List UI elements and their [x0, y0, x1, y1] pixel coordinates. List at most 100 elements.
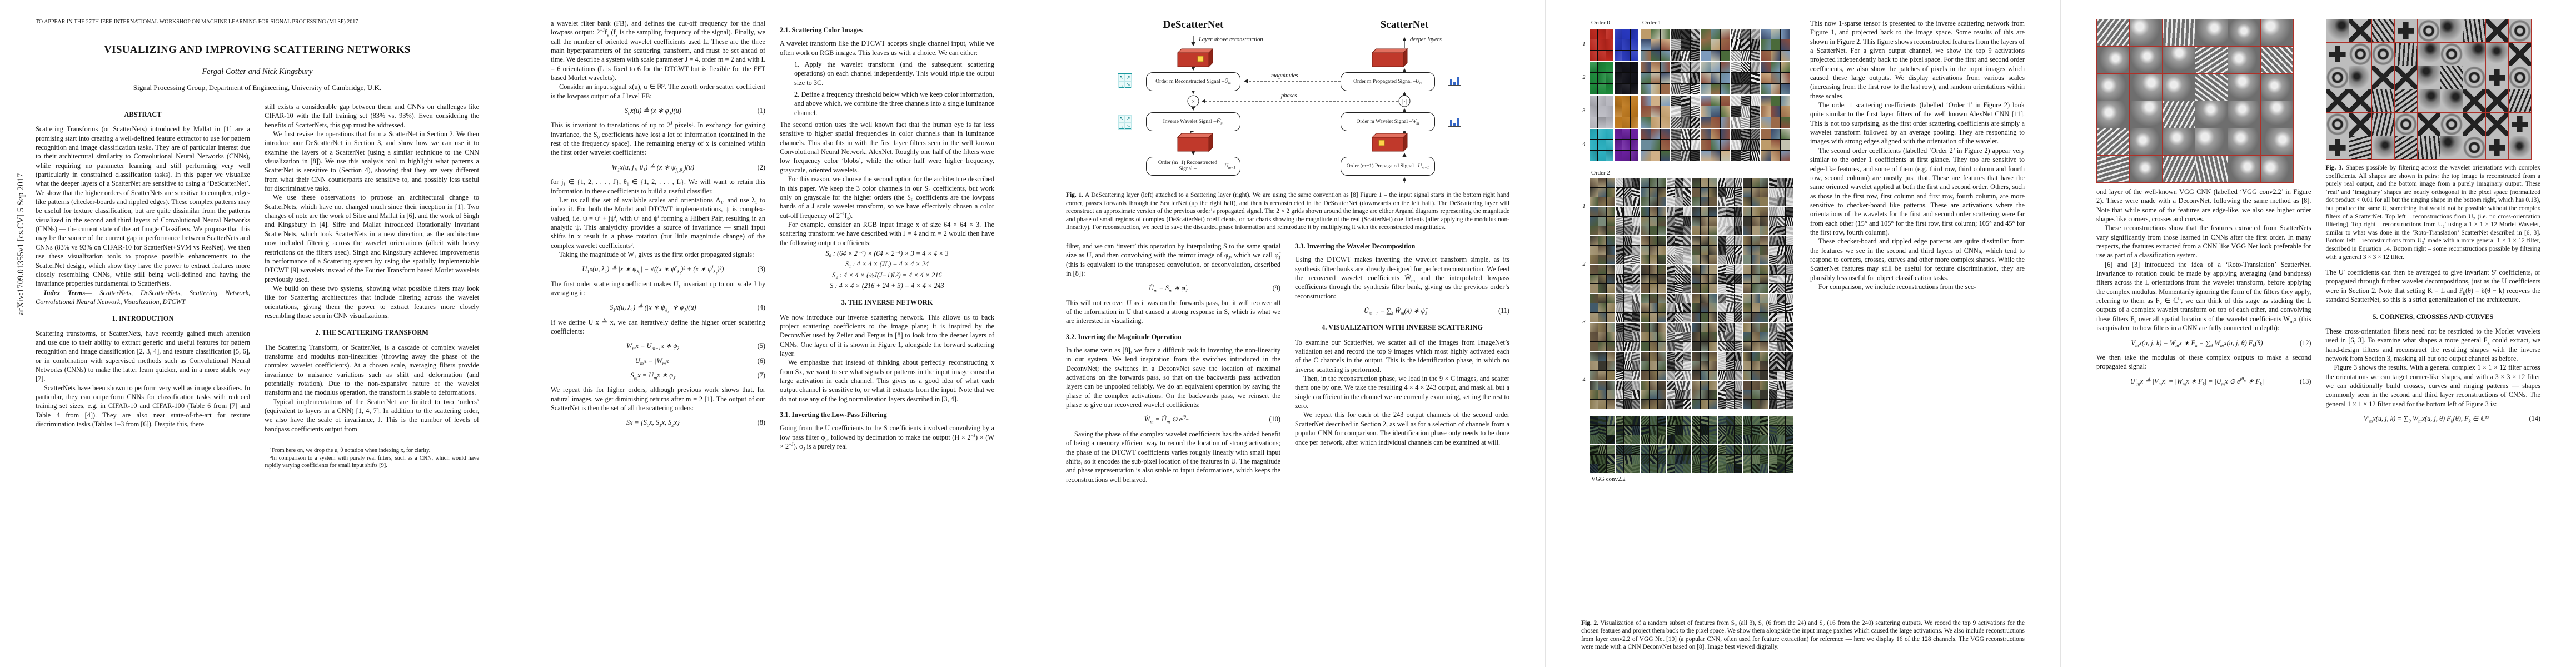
feature-patch: [1769, 207, 1793, 236]
activation-patch: [1726, 323, 1734, 332]
paragraph: a wavelet filter bank (FB), and defines …: [551, 19, 766, 82]
activation-patch: [1760, 246, 1768, 255]
activation-patch: [1683, 217, 1691, 226]
feature-patch: [2326, 19, 2349, 42]
activation-patch: [1671, 128, 1681, 140]
activation-patch: [1771, 28, 1781, 39]
feature-patch: [1718, 352, 1742, 380]
activation-patch: [1624, 197, 1632, 207]
activation-patch: [1701, 455, 1708, 464]
activation-patch: [1751, 117, 1760, 128]
activation-patch: [1616, 294, 1623, 303]
activation-patch: [1616, 207, 1623, 217]
activation-patch: [1752, 445, 1760, 455]
activation-patch: [1726, 197, 1734, 207]
feature-patch: [2349, 89, 2371, 112]
activation-patch: [1632, 342, 1640, 351]
paragraph: Going from the U coefficients to the S c…: [780, 424, 994, 452]
feature-patch: [2394, 19, 2417, 42]
equation-body: S0x(u) ≜ (x ∗ φJ)(u): [624, 107, 681, 116]
activation-patch: [1607, 197, 1615, 207]
feature-patch: [2394, 66, 2417, 89]
activation-patch: [1590, 95, 1598, 106]
activation-patch: [1616, 197, 1623, 207]
activation-patch: [1650, 361, 1657, 371]
activation-patch: [1735, 464, 1742, 474]
activation-patch: [1769, 294, 1777, 303]
activation-patch: [1641, 188, 1649, 197]
activation-patch: [1769, 197, 1777, 207]
activation-patch: [1760, 416, 1768, 426]
activation-patch: [1701, 207, 1708, 217]
activation-patch: [1598, 150, 1606, 161]
activation-patch: [1777, 342, 1785, 351]
feature-patch: [2163, 74, 2195, 101]
activation-patch: [1624, 294, 1632, 303]
feature-patch: [2195, 74, 2228, 101]
activation-patch: [1650, 426, 1657, 435]
feature-patch: [1731, 62, 1760, 94]
activation-patch: [1769, 284, 1777, 293]
activation-patch: [1607, 352, 1615, 361]
activation-patch: [1726, 464, 1734, 474]
feature-patch: [1590, 236, 1615, 265]
activation-patch: [1675, 445, 1683, 455]
equation: S₀ : (64 × 2⁻⁴) × (64 × 2⁻⁴) × 3 = 4 × 4…: [780, 249, 994, 258]
activation-patch: [1606, 62, 1613, 73]
feature-patch: [1769, 236, 1793, 265]
page-5: ond layer of the well-known VGG CNN (lab…: [2061, 0, 2576, 667]
activation-patch: [1675, 342, 1683, 351]
activation-patch: [1771, 73, 1781, 83]
activation-patch: [1709, 178, 1717, 188]
activation-patch: [1721, 50, 1730, 61]
equation-body: S : 4 × 4 × (216 + 24 + 3) = 4 × 4 × 243: [830, 281, 944, 290]
activation-patch: [1630, 128, 1638, 140]
activation-patch: [1701, 400, 1708, 409]
activation-patch: [1777, 197, 1785, 207]
feature-patch: [1743, 265, 1768, 293]
feature-patch: [1615, 95, 1638, 128]
activation-patch: [1781, 62, 1790, 73]
feature-patch: [1641, 62, 1670, 94]
activation-patch: [1709, 426, 1717, 435]
activation-patch: [1743, 342, 1751, 351]
activation-patch: [1641, 445, 1649, 455]
activation-patch: [1661, 106, 1670, 117]
activation-patch: [1692, 381, 1700, 390]
page2-left-column: a wavelet filter bank (FB), and defines …: [551, 19, 765, 451]
activation-patch: [1683, 455, 1691, 464]
activation-patch: [1701, 275, 1708, 284]
activation-patch: [1786, 323, 1793, 332]
equation-number: (1): [757, 107, 765, 115]
activation-patch: [1701, 371, 1708, 380]
activation-patch: [1709, 226, 1717, 236]
activation-patch: [1632, 455, 1640, 464]
recon-signal-box: Order m Reconstructed Signal – Ũm: [1146, 72, 1240, 91]
equation: S : 4 × 4 × (216 + 24 + 3) = 4 × 4 × 243: [780, 281, 994, 290]
activation-patch: [1641, 342, 1649, 351]
activation-patch: [1667, 275, 1675, 284]
activation-patch: [1622, 39, 1630, 50]
activation-patch: [1671, 106, 1681, 117]
activation-patch: [1718, 342, 1726, 351]
activation-patch: [1752, 435, 1760, 445]
activation-patch: [1709, 361, 1717, 371]
activation-patch: [1615, 106, 1622, 117]
activation-patch: [1721, 117, 1730, 128]
activation-patch: [1726, 352, 1734, 361]
page3-left-column: filter, and we can ‘invert’ this operati…: [1066, 242, 1280, 484]
activation-patch: [1590, 265, 1598, 275]
figure-2-caption: Fig. 2. Visualization of a random subset…: [1581, 619, 2025, 651]
activation-patch: [1622, 83, 1630, 94]
activation-patch: [1622, 106, 1630, 117]
activation-patch: [1607, 217, 1615, 226]
activation-patch: [1641, 178, 1649, 188]
activation-patch: [1651, 50, 1661, 61]
feature-patch: [1718, 207, 1742, 236]
feature-patch: [2326, 89, 2349, 112]
activation-patch: [1616, 323, 1623, 332]
activation-patch: [1598, 265, 1606, 275]
activation-patch: [1681, 150, 1691, 161]
activation-patch: [1752, 294, 1760, 303]
activation-patch: [1726, 390, 1734, 400]
